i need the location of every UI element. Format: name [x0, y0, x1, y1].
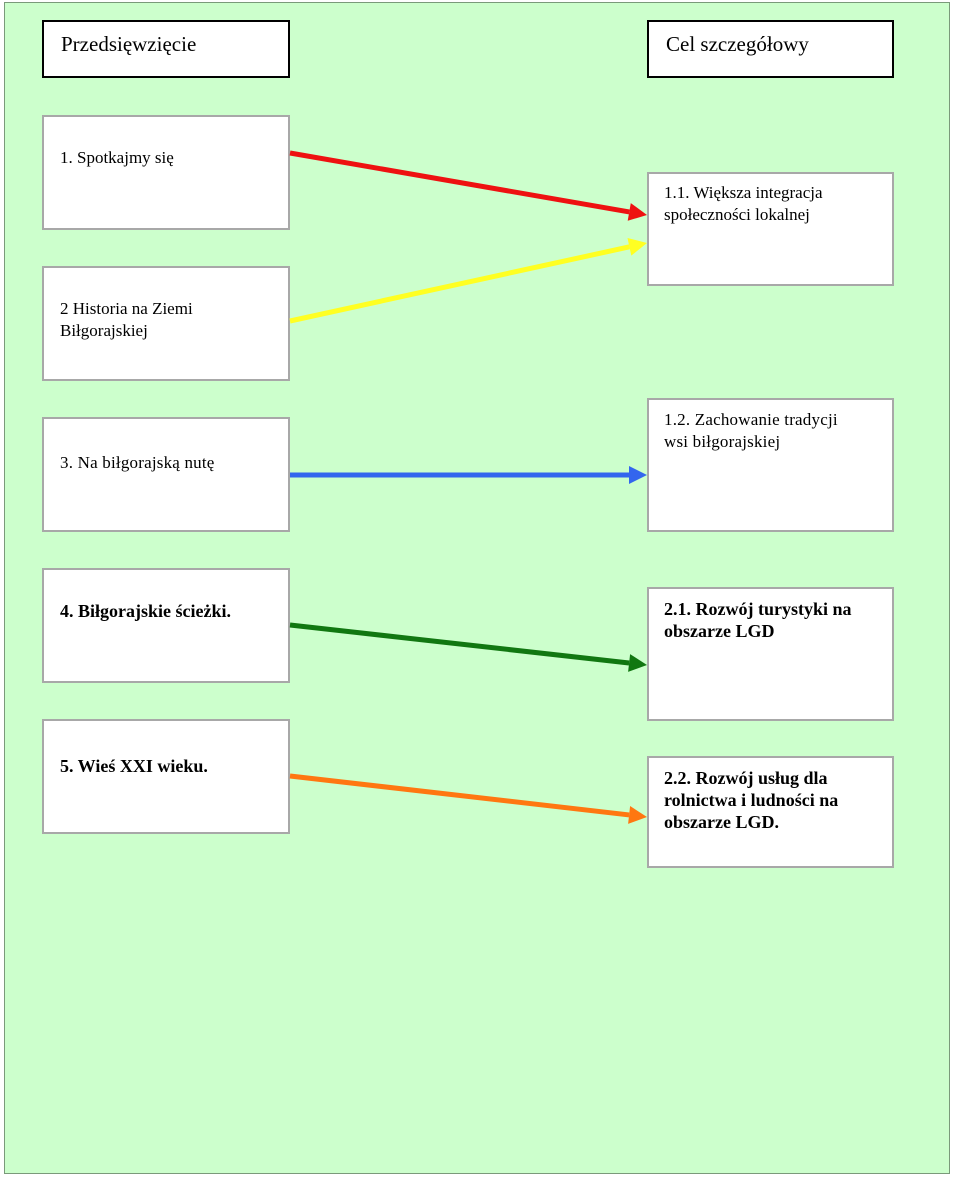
arrow-line-2	[289, 244, 630, 324]
project-box-4: 4. Biłgorajskie ścieżki.	[42, 568, 290, 683]
arrow-line-4	[289, 622, 630, 666]
project-box-5: 5. Wieś XXI wieku.	[42, 719, 290, 834]
goal-box-1-2: 1.2. Zachowanie tradycji wsi biłgorajski…	[647, 398, 894, 532]
goal-box-1-1: 1.1. Większa integracja społeczności lok…	[647, 172, 894, 286]
arrow-head-2	[627, 238, 647, 256]
project-box-3: 3. Na biłgorajską nutę	[42, 417, 290, 532]
project-box-1: 1. Spotkajmy się	[42, 115, 290, 230]
goal-box-2-1: 2.1. Rozwój turystyki na obszarze LGD	[647, 587, 894, 721]
arrow-line-5	[289, 773, 630, 818]
arrow-head-3	[629, 466, 647, 484]
arrow-line-1	[289, 150, 630, 215]
arrow-head-5	[628, 806, 647, 824]
header-goals: Cel szczegółowy	[647, 20, 894, 78]
header-projects: Przedsięwzięcie	[42, 20, 290, 78]
project-box-2: 2 Historia na Ziemi Biłgorajskiej	[42, 266, 290, 381]
arrow-head-1	[627, 203, 647, 221]
goal-box-2-2: 2.2. Rozwój usług dla rolnictwa i ludnoś…	[647, 756, 894, 868]
arrow-head-4	[628, 654, 647, 672]
